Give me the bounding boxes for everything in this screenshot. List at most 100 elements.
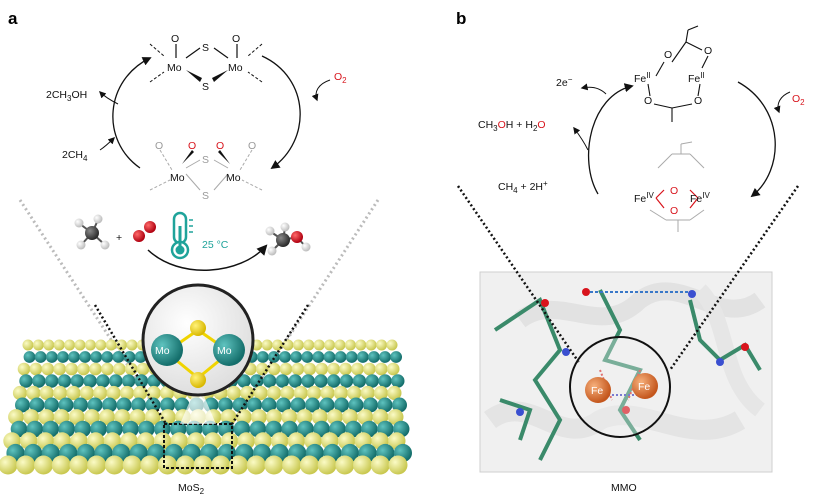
sulfur-atom: [360, 385, 375, 401]
molybdenum-atom: [368, 351, 380, 363]
molybdenum-atom: [29, 397, 45, 413]
sulfur-atom: [12, 385, 28, 401]
sulfur-atom: [351, 362, 364, 376]
peroxo-o2: O: [216, 140, 224, 152]
sulfur-atom: [388, 455, 408, 475]
molybdenum-atom: [391, 374, 405, 388]
sulfur-atom: [136, 362, 150, 376]
molybdenum-atom: [314, 374, 328, 388]
methanol-molecule-icon: [265, 222, 311, 256]
molybdenum-atom: [352, 374, 367, 388]
lens-mo1: Mo: [155, 345, 170, 357]
sulfur-atom: [0, 455, 18, 475]
peroxo-mo2: Mo: [226, 172, 241, 184]
sulfur-atom: [253, 385, 268, 401]
molybdenum-atom: [327, 374, 341, 388]
mo-oxo-o1: O: [171, 33, 179, 45]
molybdenum-atom: [379, 351, 391, 363]
molybdenum-atom: [237, 374, 251, 388]
sulfur-atom: [353, 455, 372, 475]
molybdenum-atom: [15, 397, 30, 413]
molybdenum-atom: [134, 374, 149, 388]
molybdenum-atom: [288, 374, 302, 388]
molybdenum-atom: [57, 351, 69, 363]
sulfur-atom: [267, 362, 281, 376]
sulfur-atom: [74, 339, 86, 351]
sulfur-atom: [279, 362, 293, 376]
peroxo-o1: O: [188, 140, 196, 152]
sulfur-atom: [299, 455, 319, 475]
ch3oh-arrow: [99, 91, 119, 105]
zoom-guide-right: [230, 304, 310, 425]
molybdenum-atom: [312, 351, 325, 363]
sulfur-atom: [114, 409, 131, 425]
molybdenum-atom: [145, 397, 161, 413]
mmo-caption: MMO: [611, 482, 637, 494]
panel-b: b O O O O FeII FeII: [456, 9, 805, 494]
sulfur-atom: [327, 362, 341, 376]
sulfur-atom: [347, 385, 362, 401]
sulfur-atom: [386, 339, 398, 351]
sulfur-atom: [17, 362, 31, 376]
sulfur-atom: [99, 409, 115, 425]
o2-arrow-b: [773, 91, 791, 114]
sulfur-atom: [334, 339, 346, 351]
molybdenum-atom: [32, 374, 46, 388]
sulfur-atom: [34, 455, 53, 475]
molybdenum-atom: [313, 420, 330, 438]
molybdenum-atom: [19, 374, 33, 388]
sulfur-atom: [146, 385, 161, 401]
temperature-label: 25 °C: [202, 239, 229, 251]
mo-oxo-mo2: Mo: [228, 62, 243, 74]
sulfur-atom: [281, 409, 298, 425]
molybdenum-atom: [90, 351, 103, 363]
sulfur-atom: [320, 385, 335, 401]
lens-mo2: Mo: [217, 345, 232, 357]
diiron-iv-structure: O O FeIV FeIV: [634, 141, 710, 232]
molybdenum-atom: [73, 397, 88, 413]
diiron-iv-o2: O: [670, 205, 678, 217]
ch4-arrow: [99, 137, 115, 151]
sulfur-atom: [106, 385, 121, 401]
mo-peroxo-structure: O O O O S S Mo Mo: [149, 140, 263, 202]
sulfur-atom: [104, 455, 124, 475]
sulfur-atom: [386, 362, 400, 376]
sulfur-atom: [370, 455, 390, 475]
molybdenum-atom: [247, 397, 262, 413]
sulfur-atom: [122, 455, 142, 475]
diiron-active-site-magnifier: Fe Fe: [569, 336, 671, 438]
sulfur-atom: [22, 339, 34, 351]
methane-label: 2CH4: [62, 149, 88, 163]
sulfur-atom: [144, 409, 161, 425]
sulfur-atom: [43, 339, 55, 351]
molybdenum-atom: [45, 351, 58, 363]
molybdenum-atom: [276, 397, 291, 413]
plus-sign: +: [116, 232, 122, 244]
sulfur-atom: [77, 362, 90, 376]
active-site-fe2: Fe: [638, 381, 650, 393]
mo-oxo-s1: S: [202, 42, 209, 54]
mo-oxo-structure: O O S S Mo Mo: [149, 33, 263, 93]
molybdenum-atom: [102, 397, 117, 413]
sulfur-atom: [296, 409, 313, 425]
sulfur-atom: [32, 339, 44, 351]
molybdenum-atom: [275, 374, 290, 388]
sulfur-atom: [313, 339, 325, 351]
sulfur-atom: [246, 455, 266, 475]
mo-oxo-mo1: Mo: [167, 62, 182, 74]
panel-b-letter: b: [456, 9, 466, 28]
sulfur-atom: [266, 409, 282, 425]
sulfur-atom: [29, 362, 43, 376]
sulfur-atom: [95, 339, 107, 351]
diiron-ii-structure: O O O O FeII FeII: [634, 25, 712, 122]
sulfur-atom: [53, 385, 68, 401]
zoom-guide-right-b: [668, 185, 800, 371]
sulfur-atom: [324, 339, 336, 351]
sulfur-atom: [53, 339, 65, 351]
molybdenum-atom: [57, 374, 72, 388]
molybdenum-atom: [319, 397, 335, 413]
molybdenum-atom: [70, 374, 85, 388]
molybdenum-atom: [121, 374, 136, 388]
sulfur-atom: [133, 385, 148, 401]
